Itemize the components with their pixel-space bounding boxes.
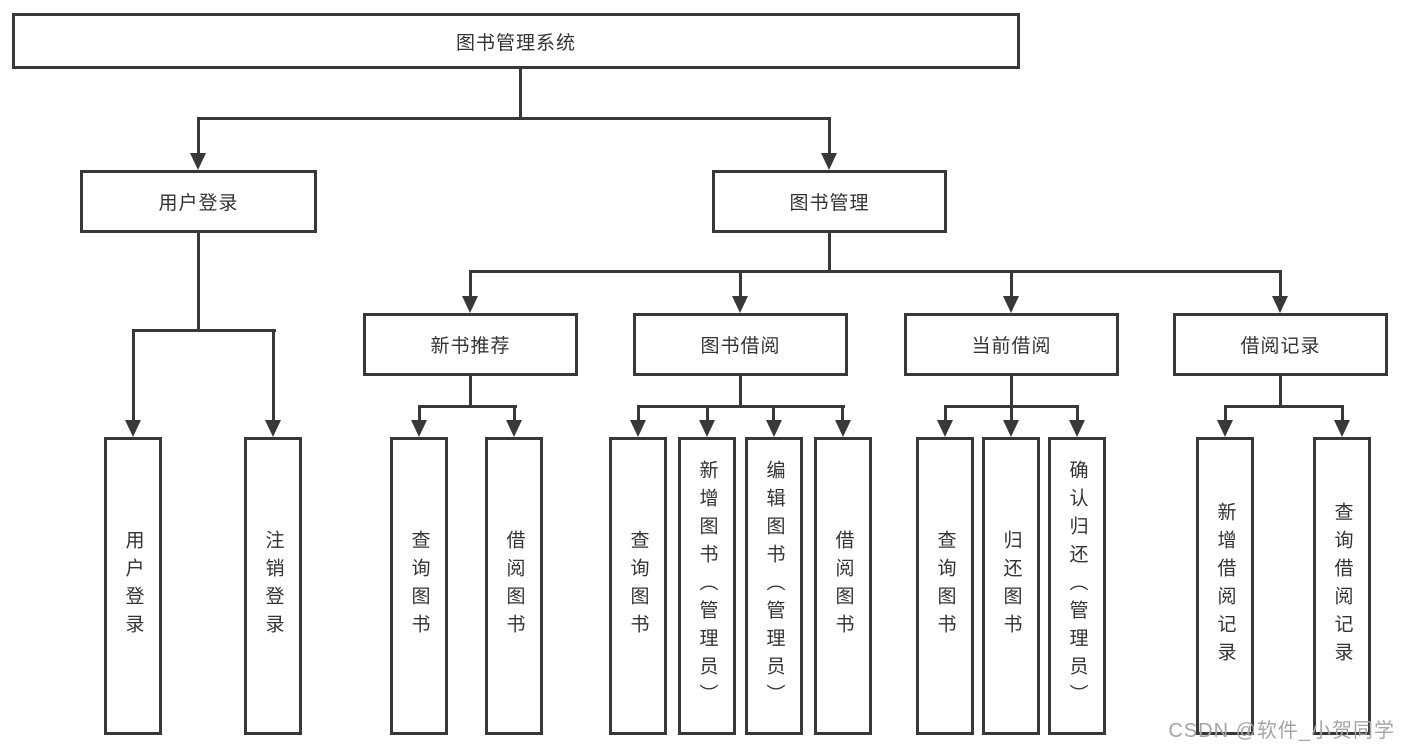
connector-cur-stem [1010, 376, 1013, 408]
leaf-borrow-books-recommend: 借阅图书 [485, 437, 543, 735]
arrowhead-cur-leaf2-icon [1003, 420, 1019, 437]
leaf-add-borrow-record: 新增借阅记录 [1196, 437, 1254, 735]
connector-recd-leaf1 [1224, 405, 1227, 420]
connector-to-leaf-user-login [132, 329, 135, 420]
connector-bor-stem [739, 376, 742, 408]
arrowhead-recommend-icon [462, 296, 478, 313]
connector-recd-leaf2 [1341, 405, 1344, 420]
arrowhead-bor-leaf4-icon [835, 420, 851, 437]
connector-to-book-management [828, 117, 831, 153]
connector-mgmt-bar [469, 270, 1282, 273]
leaf-query-books-current: 查询图书 [916, 437, 974, 735]
arrowhead-rec-leaf2-icon [506, 420, 522, 437]
leaf-user-login: 用户登录 [104, 437, 162, 735]
connector-bor-leaf1 [637, 405, 640, 420]
node-current-borrow: 当前借阅 [904, 313, 1119, 376]
leaf-add-books-admin: 新增图书（管理员） [678, 437, 736, 735]
connector-mgmt-stem [828, 233, 831, 273]
arrowhead-bor-leaf2-icon [699, 420, 715, 437]
arrowhead-borrow-icon [732, 296, 748, 313]
arrowhead-cur-leaf1-icon [937, 420, 953, 437]
arrowhead-bor-leaf3-icon [766, 420, 782, 437]
connector-recd-bar [1224, 405, 1344, 408]
connector-cur-leaf3 [1076, 405, 1079, 420]
connector-recd-stem [1279, 376, 1282, 408]
leaf-confirm-return-admin: 确认归还（管理员） [1048, 437, 1106, 735]
node-borrow-records: 借阅记录 [1173, 313, 1388, 376]
node-user-login: 用户登录 [80, 170, 317, 233]
arrowhead-current-icon [1003, 296, 1019, 313]
arrowhead-records-icon [1272, 296, 1288, 313]
arrowhead-book-management-icon [821, 153, 837, 170]
connector-bor-leaf4 [841, 405, 844, 420]
arrowhead-leaf-logout-icon [265, 420, 281, 437]
arrowhead-leaf-user-login-icon [125, 420, 141, 437]
connector-rec-leaf2 [513, 405, 516, 420]
connector-login-bar [132, 329, 276, 332]
csdn-watermark: CSDN @软件_小贺同学 [1168, 720, 1395, 742]
leaf-query-books-recommend: 查询图书 [390, 437, 448, 735]
connector-rec-stem [469, 376, 472, 408]
connector-to-recommend [469, 270, 472, 296]
arrowhead-recd-leaf2-icon [1334, 420, 1350, 437]
leaf-borrow-books: 借阅图书 [814, 437, 872, 735]
leaf-query-borrow-record: 查询借阅记录 [1313, 437, 1371, 735]
leaf-query-books-borrow: 查询图书 [609, 437, 667, 735]
node-book-borrow: 图书借阅 [633, 313, 848, 376]
connector-rec-bar [418, 405, 517, 408]
connector-bor-leaf2 [706, 405, 709, 420]
arrowhead-bor-leaf1-icon [630, 420, 646, 437]
leaf-return-books: 归还图书 [982, 437, 1040, 735]
connector-root-bar [197, 117, 831, 120]
connector-bor-bar [637, 405, 845, 408]
connector-rec-leaf1 [418, 405, 421, 420]
connector-cur-leaf2 [1010, 405, 1013, 420]
connector-login-stem [197, 233, 200, 332]
connector-to-current [1010, 270, 1013, 296]
connector-root-stem [519, 69, 522, 118]
connector-bor-leaf3 [772, 405, 775, 420]
connector-to-leaf-logout [272, 329, 275, 420]
leaf-edit-books-admin: 编辑图书（管理员） [745, 437, 803, 735]
node-book-management: 图书管理 [712, 170, 947, 233]
connector-to-user-login [197, 117, 200, 153]
node-new-book-recommend: 新书推荐 [363, 313, 578, 376]
arrowhead-user-login-icon [190, 153, 206, 170]
connector-to-borrow [739, 270, 742, 296]
connector-to-records [1279, 270, 1282, 296]
node-library-management-system: 图书管理系统 [12, 13, 1020, 69]
arrowhead-cur-leaf3-icon [1069, 420, 1085, 437]
leaf-logout: 注销登录 [244, 437, 302, 735]
arrowhead-recd-leaf1-icon [1217, 420, 1233, 437]
connector-cur-leaf1 [944, 405, 947, 420]
arrowhead-rec-leaf1-icon [411, 420, 427, 437]
